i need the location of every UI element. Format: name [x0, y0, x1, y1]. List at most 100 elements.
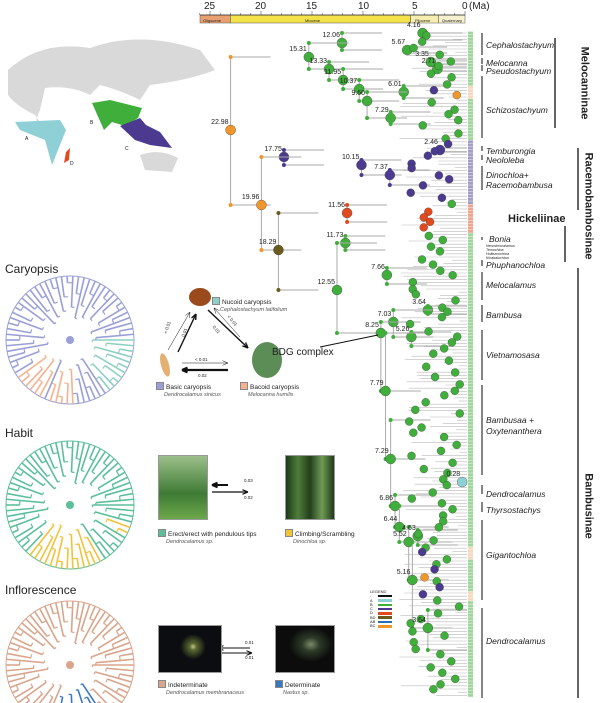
node-age-label: 12.55	[317, 279, 335, 286]
tip-state-marker	[468, 473, 473, 476]
inflorescence-tree-arc	[49, 694, 54, 698]
node-age-label: 6.01	[388, 81, 402, 88]
node-dot	[388, 122, 393, 126]
inflorescence-tree-branch	[81, 683, 97, 703]
clade-label: Vietnamosasa	[486, 350, 540, 360]
node-age-label: 5.52	[393, 531, 407, 538]
node-age-label: 13.33	[309, 58, 328, 65]
tip-state-marker	[468, 406, 473, 409]
habit-tree-branch	[119, 492, 134, 497]
transition-arrow-head	[242, 342, 249, 349]
tip-state-marker	[468, 57, 473, 60]
clade-label: Phuphanochloa	[486, 260, 546, 270]
tip-state-marker	[468, 294, 473, 297]
habit-tree-arc	[97, 487, 101, 492]
tip-state-marker	[468, 690, 473, 694]
node-dot	[259, 155, 264, 159]
node-dot	[306, 67, 311, 71]
inflorescence-tree-branch	[9, 641, 43, 656]
transition-arrow-head	[213, 307, 220, 314]
node-dot	[428, 58, 433, 62]
tip-state-marker	[468, 668, 473, 672]
caryopsis-tree-arc	[93, 346, 96, 350]
caryopsis-tree-branch	[119, 348, 134, 353]
legend-label: BD	[370, 614, 376, 620]
caryopsis-tree-branch	[49, 278, 55, 290]
inflorescence-tree-arc	[54, 647, 57, 650]
tip-state-marker	[468, 534, 473, 537]
tip-state-marker	[468, 338, 473, 342]
tip-state-pie	[417, 255, 427, 264]
transition-arrow-head	[246, 650, 253, 656]
tip-state-pie	[436, 650, 445, 659]
caryopsis-tree-branch	[102, 297, 119, 313]
tip-state-pie	[418, 547, 427, 557]
inflorescence-tree-arc	[90, 656, 93, 660]
habit-tree-branch	[104, 487, 132, 497]
habit-tree-branch	[80, 443, 91, 471]
inflorescence-tree-branch	[38, 608, 59, 643]
tip-state-marker	[468, 498, 473, 502]
tip-state-pie	[438, 668, 447, 677]
node-age-label: 5.26	[395, 326, 410, 333]
tip-state-marker	[468, 169, 473, 172]
tip-state-marker	[468, 550, 473, 553]
inflorescence-tree-arc	[41, 651, 45, 655]
node-age-label: 3.64	[412, 617, 426, 624]
tip-state-pie	[437, 193, 447, 202]
state-name: Nucoid caryopsis	[222, 299, 272, 306]
clade-label: Dinochloa+	[486, 170, 529, 180]
epoch-label: Miocene	[305, 18, 321, 23]
bdg-pointer-line	[319, 334, 379, 348]
tip-state-marker	[468, 495, 473, 499]
legend-item: BC	[370, 624, 392, 628]
state-species: Dinochloa sp.	[293, 539, 327, 545]
caryopsis-tree-branch	[81, 283, 102, 318]
ancestral-state-pie	[354, 83, 365, 95]
tip-state-pie	[435, 247, 445, 256]
tip-state-marker	[468, 476, 473, 480]
legend-swatch	[378, 594, 392, 598]
tip-state-marker	[468, 665, 473, 668]
tip-state-marker	[468, 140, 473, 144]
tip-state-pie	[439, 432, 449, 442]
tip-state-marker	[468, 63, 473, 67]
tip-state-marker	[468, 450, 473, 454]
caryopsis-tree-arc	[59, 359, 62, 362]
tip-state-marker	[468, 601, 473, 604]
habit-tree-arc	[90, 496, 93, 500]
subtribe-racemobambosinae: Racemobambosinae	[582, 152, 595, 260]
inflorescence-tree-branch	[118, 687, 129, 694]
inflorescence-tree-arc	[51, 683, 55, 686]
node-age-label: 3.64	[412, 299, 426, 306]
tip-state-marker	[468, 380, 473, 384]
tick-label: 15	[306, 1, 318, 12]
habit-tree-branch	[21, 539, 30, 548]
tip-state-marker	[468, 34, 473, 38]
node-dot	[345, 203, 350, 207]
tip-state-marker	[468, 332, 473, 336]
node-dot	[341, 87, 346, 91]
state-species: Dendrocalamus sp.	[166, 539, 214, 545]
tip-state-marker	[468, 658, 473, 662]
tip-state-pie	[422, 362, 431, 371]
tip-state-marker	[468, 508, 473, 512]
habit-tree-branch	[21, 462, 36, 475]
caryopsis-tree-branch	[75, 276, 80, 294]
inflorescence-tree-branch	[25, 618, 56, 650]
tip-state-marker	[468, 489, 473, 492]
tip-state-marker	[468, 470, 473, 473]
tip-state-marker	[468, 454, 473, 457]
rate-label: 0.01	[245, 640, 254, 645]
tip-state-marker	[468, 524, 473, 528]
habit-tree-branch	[97, 471, 126, 489]
tip-state-marker	[468, 274, 473, 278]
ancestral-state-pie	[385, 112, 396, 124]
habit-tree-arc	[102, 530, 106, 534]
caryopsis-tree-arc	[102, 311, 106, 315]
caryopsis-tree-branch	[6, 333, 45, 339]
caryopsis-tree-branch	[81, 358, 106, 394]
tip-state-marker	[468, 153, 473, 156]
inflorescence-tree-arc	[84, 696, 88, 699]
tip-state-marker	[468, 284, 473, 288]
